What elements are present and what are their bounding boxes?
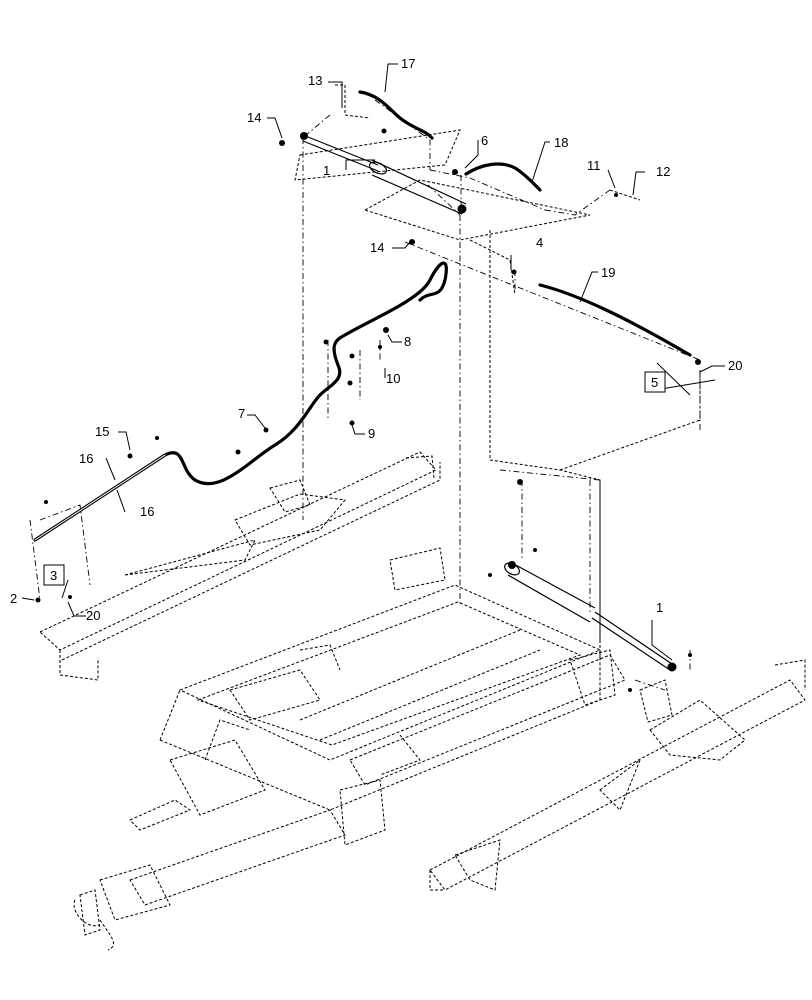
- callout-8: 8: [404, 334, 411, 349]
- callout-20-right: 20: [728, 358, 742, 373]
- callout-10: 10: [386, 371, 400, 386]
- phantom-lines: [29, 99, 701, 691]
- callout-11: 11: [587, 158, 601, 173]
- hose-16: [33, 261, 448, 542]
- fittings: [35, 128, 701, 692]
- callout-5: 5: [651, 375, 658, 390]
- callout-20-left: 20: [86, 608, 100, 623]
- hose-17: [358, 90, 434, 140]
- callout-18: 18: [554, 135, 568, 150]
- callout-15: 15: [95, 424, 109, 439]
- callout-4: 4: [536, 235, 543, 250]
- callout-3-box: [43, 564, 65, 586]
- callout-14-mid: 14: [370, 240, 384, 255]
- cylinder-right: [504, 561, 677, 672]
- hose-19: [538, 283, 692, 357]
- callout-1-right: 1: [656, 600, 663, 615]
- cylinder-top: [300, 132, 467, 215]
- callout-17: 17: [401, 56, 415, 71]
- callout-14-top: 14: [247, 110, 261, 125]
- callout-16-b: 16: [140, 504, 154, 519]
- callout-6: 6: [481, 133, 488, 148]
- leader-lines: [21, 63, 725, 661]
- frame-drawing: [39, 84, 806, 951]
- callout-5-box: [644, 371, 666, 393]
- hose-18: [464, 162, 542, 192]
- callout-12: 12: [656, 164, 670, 179]
- callout-19: 19: [601, 265, 615, 280]
- callout-3: 3: [50, 568, 57, 583]
- callout-labels: 1 1 2 3 4 5 6 7 8 9 10 11 12 13 14 14 15…: [10, 56, 742, 623]
- callout-1-top: 1: [323, 163, 330, 178]
- callout-16-a: 16: [79, 451, 93, 466]
- callout-7: 7: [238, 406, 245, 421]
- callout-2: 2: [10, 591, 17, 606]
- callout-13: 13: [308, 73, 322, 88]
- callout-9: 9: [368, 426, 375, 441]
